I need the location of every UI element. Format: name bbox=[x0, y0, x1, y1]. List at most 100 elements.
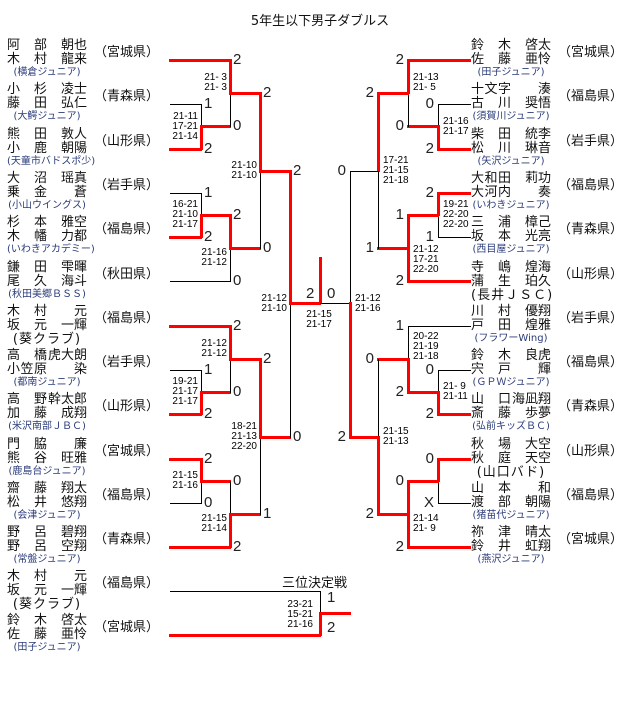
club-name: (会津ジュニア) bbox=[13, 510, 81, 521]
prefecture: （福島県） bbox=[558, 178, 624, 193]
family-name: 高野 bbox=[7, 392, 47, 407]
club-name: (山口バド) bbox=[476, 465, 546, 480]
family-name: 熊田 bbox=[7, 127, 47, 142]
match-result-score: 0 bbox=[233, 117, 242, 134]
bracket-line bbox=[408, 93, 409, 127]
bracket-line bbox=[438, 215, 439, 238]
given-name: 蒼 bbox=[73, 185, 87, 200]
winner-bracket-line bbox=[437, 413, 471, 416]
match-result-score: 0 bbox=[425, 95, 434, 112]
winner-bracket-line bbox=[229, 247, 261, 250]
bracket-line bbox=[230, 248, 231, 282]
player-name: 坂元一輝 bbox=[7, 584, 87, 598]
game-score: 21-16 bbox=[355, 303, 381, 314]
winner-bracket-line bbox=[200, 214, 231, 217]
bracket-line bbox=[201, 370, 202, 393]
player-name: 蒲生珀久 bbox=[471, 275, 551, 289]
family-name: 高橋 bbox=[7, 348, 47, 363]
match-result-score: 0 bbox=[233, 472, 242, 489]
given-name: 歩夢 bbox=[524, 406, 551, 421]
player-name: 山本和 bbox=[471, 482, 551, 496]
game-score: 16-21 bbox=[172, 199, 198, 210]
winner-bracket-line bbox=[229, 59, 232, 94]
given-name: 亜怜 bbox=[60, 627, 87, 642]
prefecture: （福島県） bbox=[558, 488, 624, 503]
given-name: 悠翔 bbox=[60, 495, 87, 510]
game-score: 22-20 bbox=[443, 209, 469, 220]
given-name: 一輝 bbox=[60, 583, 87, 598]
match-result-score: 2 bbox=[233, 51, 242, 68]
family-name: 佐藤 bbox=[7, 627, 47, 642]
player-name: 加藤成翔 bbox=[7, 407, 87, 421]
player-name: 木村龍来 bbox=[7, 53, 87, 67]
family-name: 乗金 bbox=[7, 185, 47, 200]
game-score: 21-16 bbox=[443, 116, 469, 127]
family-name: 柴田 bbox=[471, 127, 511, 142]
game-score: 21-12 bbox=[201, 348, 227, 359]
prefecture: （秋田県） bbox=[94, 267, 160, 282]
game-score: 21-14 bbox=[172, 131, 198, 142]
family-name: 大沼 bbox=[7, 171, 47, 186]
match-result-score: 2 bbox=[204, 450, 213, 467]
player-name: 齋藤翔太 bbox=[7, 482, 87, 496]
player-name: 古川奨悟 bbox=[471, 97, 551, 111]
given-name: 啓太 bbox=[60, 613, 87, 628]
game-score: 21-17 bbox=[172, 386, 198, 397]
family-name: 木村 bbox=[7, 304, 47, 319]
winner-bracket-line bbox=[169, 634, 321, 637]
game-score: 21-18 bbox=[383, 175, 409, 186]
player-name: 門脇廉 bbox=[7, 438, 87, 452]
player-name: 高橋虎大朗 bbox=[7, 349, 87, 363]
given-name: 湊 bbox=[537, 82, 551, 97]
prefecture: （福島県） bbox=[94, 311, 160, 326]
winner-bracket-line bbox=[169, 236, 202, 239]
game-score: 17-21 bbox=[172, 121, 198, 132]
bracket-line bbox=[378, 359, 379, 438]
club-name: (長井ＪＳＣ) bbox=[471, 288, 554, 303]
given-name: 樟己 bbox=[524, 215, 551, 230]
family-name: 斎藤 bbox=[471, 406, 511, 421]
player-name: 秋庭天空 bbox=[471, 452, 551, 466]
prefecture: （岩手県） bbox=[94, 178, 160, 193]
match-result-score: 2 bbox=[425, 140, 434, 157]
family-name: 鈴木 bbox=[7, 613, 47, 628]
given-name: 優翔 bbox=[524, 304, 551, 319]
given-name: 輝 bbox=[537, 362, 551, 377]
bracket-line bbox=[260, 171, 261, 249]
club-name: (西目屋ジュニア) bbox=[472, 244, 550, 255]
game-score: 22-20 bbox=[443, 219, 469, 230]
given-name: 元 bbox=[73, 304, 87, 319]
prefecture: （宮城県） bbox=[558, 532, 624, 547]
bracket-line bbox=[230, 359, 231, 393]
winner-bracket-line bbox=[407, 59, 471, 62]
game-score: 21- 5 bbox=[413, 82, 436, 93]
family-name: 山口 bbox=[471, 392, 511, 407]
winner-bracket-line bbox=[377, 92, 409, 95]
player-name: 鈴木啓太 bbox=[471, 39, 551, 53]
third-place-label: 三位決定戦 bbox=[282, 576, 348, 591]
given-name: 良虎 bbox=[524, 348, 551, 363]
winner-bracket-line bbox=[200, 125, 231, 128]
bracket-line bbox=[350, 171, 379, 172]
player-name: 小杉凌士 bbox=[7, 83, 87, 97]
winner-bracket-line bbox=[229, 513, 261, 516]
winner-bracket-line bbox=[437, 125, 440, 150]
prefecture: （福島県） bbox=[558, 355, 624, 370]
winner-bracket-line bbox=[377, 436, 380, 515]
winner-bracket-line bbox=[437, 458, 440, 482]
family-name: 木村 bbox=[7, 52, 47, 67]
game-score: 19-21 bbox=[443, 199, 469, 210]
match-result-score: 2 bbox=[293, 162, 302, 179]
bracket-line bbox=[320, 303, 351, 304]
bracket-line bbox=[320, 591, 321, 614]
player-name: 小笠原染 bbox=[7, 363, 87, 377]
game-score: 20-22 bbox=[413, 331, 439, 342]
family-name: 宍戸 bbox=[471, 362, 511, 377]
game-score: 17-21 bbox=[383, 155, 409, 166]
match-result-score: 2 bbox=[365, 505, 374, 522]
match-result-score: 1 bbox=[204, 184, 213, 201]
given-name: 光亮 bbox=[524, 229, 551, 244]
family-name: 野呂 bbox=[7, 539, 47, 554]
game-score: 21-12 bbox=[261, 293, 287, 304]
family-name: 藤田 bbox=[7, 96, 47, 111]
